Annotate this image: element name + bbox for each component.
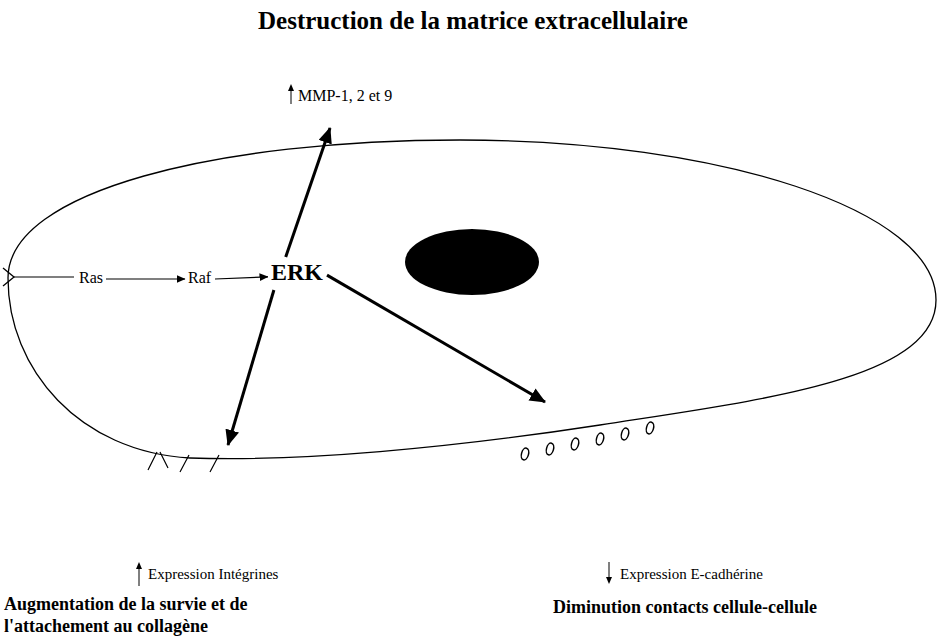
decrease-arrow: [609, 562, 610, 578]
effect-detail: MMP-1, 2 et 9: [298, 86, 392, 105]
effect-detail: Expression E-cadhérine: [620, 565, 763, 583]
effect-detail: Expression Intégrines: [148, 565, 278, 583]
signal-arrow: [327, 275, 545, 402]
kinase-label: Ras: [76, 267, 106, 291]
signal-arrow: [215, 277, 268, 279]
receptor-line: [14, 276, 74, 277]
cadherin-symbol: [595, 432, 605, 445]
increase-arrow: [291, 90, 292, 104]
effect-title: Diminution contacts cellule-cellule: [553, 596, 817, 618]
cadherin-symbol: [645, 421, 655, 434]
signal-arrow: [286, 128, 330, 257]
increase-arrow-head: [288, 84, 294, 91]
effect-title: Augmentation de la survie et de l'attach…: [4, 593, 254, 637]
cadherin-symbol: [570, 437, 580, 450]
cell-membrane: [8, 140, 936, 459]
kinase-name: Ras: [79, 268, 103, 287]
nucleus: [405, 229, 539, 295]
effect-group: Expression IntégrinesAugmentation de la …: [4, 445, 444, 640]
cadherin-symbol: [545, 442, 555, 455]
cadherin-symbol: [620, 427, 630, 440]
signal-arrow: [106, 278, 185, 279]
signal-arrow: [228, 290, 274, 445]
kinase-name: Raf: [188, 268, 211, 287]
connectors: [106, 128, 545, 445]
kinase-label: Raf: [185, 267, 215, 291]
cadherin-symbol: [520, 447, 530, 460]
integrin-symbol: [148, 452, 219, 472]
increase-arrow-head: [136, 562, 142, 569]
decrease-arrow-head: [606, 577, 612, 584]
cadherin-symbols: [520, 421, 655, 460]
receptor-symbol: [3, 268, 14, 286]
kinase-label: ERK: [268, 257, 327, 290]
kinase-name: ERK: [271, 258, 323, 287]
effect-group: Expression E-cadhérineDiminution contact…: [540, 402, 840, 622]
effect-group: Destruction de la matrice extracellulair…: [200, 2, 745, 128]
effect-title: Destruction de la matrice extracellulair…: [258, 6, 688, 36]
increase-arrow: [139, 568, 140, 586]
